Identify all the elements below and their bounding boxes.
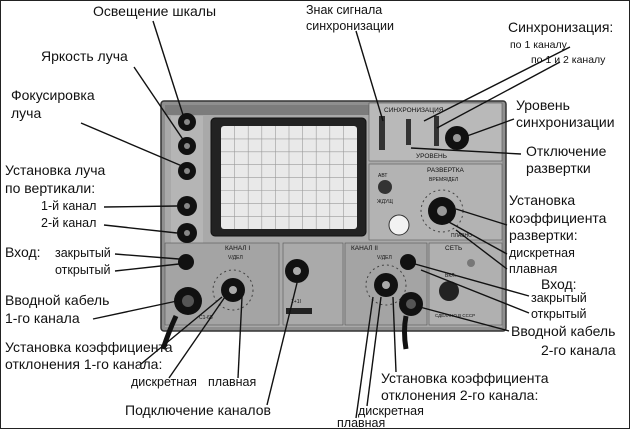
label-sync-3: по 1 и 2 каналу bbox=[531, 54, 606, 66]
label-channel-2: 2-й канал bbox=[41, 216, 97, 230]
label-closed-right: закрытый bbox=[531, 291, 587, 305]
label-vertical-2: по вертикали: bbox=[5, 180, 96, 196]
label-sweep-off-1: Отключение bbox=[526, 143, 607, 159]
panel-level: УРОВЕНЬ bbox=[416, 153, 447, 160]
leader-line bbox=[455, 229, 508, 270]
label-open-right: открытый bbox=[531, 307, 587, 321]
panel-smooth: ПЛАВНО bbox=[451, 233, 472, 239]
leader-line bbox=[266, 282, 298, 406]
label-smooth-2: плавная bbox=[337, 416, 386, 430]
label-discrete-2: дискретная bbox=[358, 404, 424, 418]
panel-one-channel: 1+1I bbox=[291, 299, 301, 305]
leader-line bbox=[355, 30, 384, 122]
panel-volt-div-1: V/ДЕЛ bbox=[228, 255, 243, 261]
panel-standby: ЖДУЩ bbox=[377, 199, 393, 205]
label-cable2-2: 2-го канала bbox=[541, 342, 616, 358]
leader-line bbox=[103, 224, 178, 234]
label-channel-1: 1-й канал bbox=[41, 199, 97, 213]
leader-line bbox=[423, 46, 571, 122]
leader-line bbox=[140, 296, 223, 365]
leader-line bbox=[446, 220, 508, 255]
panel-volt-div-2: V/ДЕЛ bbox=[377, 255, 392, 261]
leader-line bbox=[103, 205, 178, 208]
label-sweep-off-2: развертки bbox=[526, 160, 591, 176]
panel-on: ВКЛ. bbox=[445, 273, 456, 279]
label-scale-light: Освещение шкалы bbox=[93, 3, 217, 19]
leader-line bbox=[415, 305, 510, 332]
panel-network: СЕТЬ bbox=[445, 245, 462, 252]
panel-maker: СДЕЛАНО В СССР bbox=[435, 313, 475, 318]
leader-line bbox=[114, 253, 180, 260]
leader-line bbox=[436, 61, 561, 129]
label-cable2-1: Вводной кабель bbox=[511, 323, 616, 339]
label-deflection2-1: Установка коэффициента bbox=[381, 370, 549, 386]
label-sweep-coef-1: Установка bbox=[509, 192, 576, 208]
label-focus-2: луча bbox=[11, 105, 42, 121]
leader-line bbox=[114, 263, 180, 272]
leader-line bbox=[414, 263, 530, 297]
label-input-left: Вход: bbox=[5, 244, 41, 260]
label-discrete-right: дискретная bbox=[509, 246, 575, 260]
leader-line bbox=[392, 296, 397, 373]
label-sync-2: по 1 каналу bbox=[510, 39, 567, 51]
panel-sync-title: СИНХРОНИЗАЦИЯ bbox=[384, 107, 444, 114]
label-deflection1-2: отклонения 1-го канала: bbox=[5, 356, 163, 372]
leader-line bbox=[455, 208, 508, 226]
label-open-left: открытый bbox=[55, 263, 111, 277]
leader-line bbox=[420, 269, 530, 314]
label-focus-1: Фокусировка bbox=[11, 87, 95, 103]
label-closed-left: закрытый bbox=[55, 246, 111, 260]
leader-line bbox=[92, 300, 178, 320]
label-sync-sign-1: Знак сигнала bbox=[306, 3, 383, 17]
label-vertical-1: Установка луча bbox=[5, 162, 106, 178]
panel-channel2: КАНАЛ II bbox=[351, 245, 378, 252]
label-input-right: Вход: bbox=[541, 276, 577, 292]
label-cable1-2: 1-го канала bbox=[5, 310, 80, 326]
label-level-2: синхронизации bbox=[516, 114, 615, 130]
label-sync-sign-2: синхронизации bbox=[306, 19, 394, 33]
label-brightness: Яркость луча bbox=[41, 48, 128, 64]
label-level-1: Уровень bbox=[516, 97, 570, 113]
leader-line bbox=[355, 296, 374, 419]
leader-line bbox=[466, 118, 515, 137]
panel-time-div: ВРЕМЯ/ДЕЛ bbox=[429, 177, 458, 183]
label-connect-channels: Подключение каналов bbox=[125, 402, 271, 418]
leader-line bbox=[152, 20, 185, 119]
label-sync-1: Синхронизация: bbox=[508, 19, 614, 35]
leader-line bbox=[133, 66, 185, 142]
panel-channel1: КАНАЛ I bbox=[225, 245, 250, 252]
panel-model: С1-65 bbox=[199, 315, 213, 321]
label-discrete-1: дискретная bbox=[131, 375, 197, 389]
label-smooth-right: плавная bbox=[509, 262, 558, 276]
label-sweep-coef-2: коэффициента bbox=[509, 210, 607, 226]
leader-line bbox=[168, 293, 228, 379]
leader-line bbox=[366, 296, 382, 407]
panel-auto: АВТ bbox=[378, 173, 387, 179]
label-smooth-1: плавная bbox=[208, 375, 257, 389]
leader-line bbox=[410, 147, 522, 155]
label-cable1-1: Вводной кабель bbox=[5, 292, 110, 308]
panel-sweep-title: РАЗВЕРТКА bbox=[427, 167, 465, 174]
label-deflection2-2: отклонения 2-го канала: bbox=[381, 387, 539, 403]
label-sweep-coef-3: развертки: bbox=[509, 227, 578, 243]
leader-line bbox=[237, 296, 243, 379]
leader-line bbox=[80, 122, 183, 167]
label-deflection1-1: Установка коэффициента bbox=[5, 339, 173, 355]
